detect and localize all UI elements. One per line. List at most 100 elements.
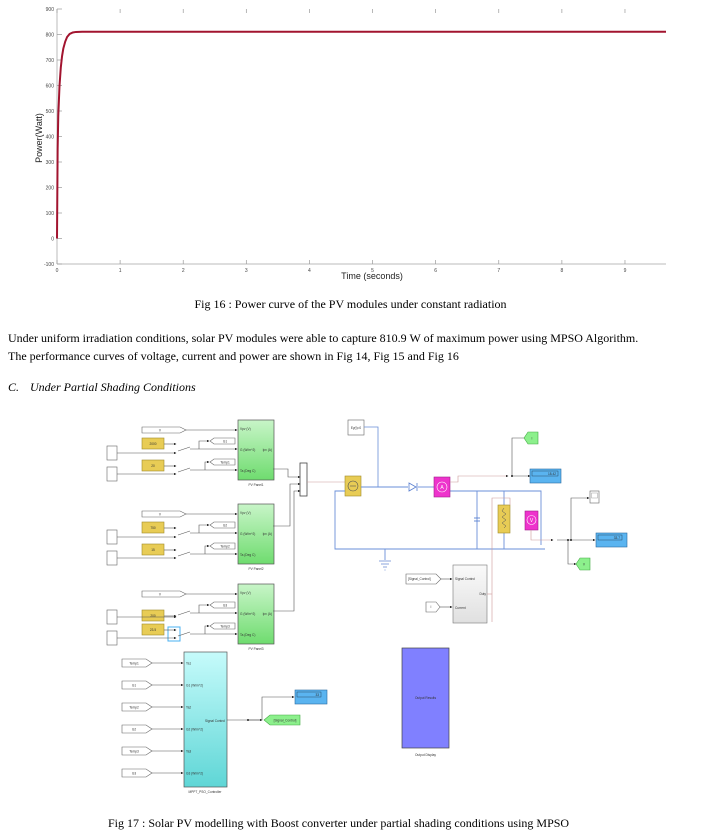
signal-builder-block[interactable]: [106, 550, 118, 566]
goto-temp-tag[interactable]: Temp2: [209, 542, 236, 550]
svg-text:I: I: [532, 437, 533, 441]
x-tick-label: 9: [624, 268, 627, 274]
goto-i-tag[interactable]: I: [523, 431, 539, 445]
x-tick-label: 8: [560, 268, 563, 274]
y-tick-label: 500: [46, 109, 55, 115]
manual-switch[interactable]: [177, 610, 191, 616]
block-label: G1: [132, 683, 136, 687]
from-tag-temp1[interactable]: Temp1: [121, 658, 153, 668]
pv-panel-block[interactable]: Vpv (V)G (W/m^2)Ta (Deg C)Ipv (A)PV Pane…: [237, 419, 275, 487]
goto-signal-control-tag[interactable]: [Signal_Control]: [263, 714, 301, 726]
from-signal-control-tag[interactable]: [Signal_Control]: [405, 573, 442, 585]
paragraph-line-1: Under uniform irradiation conditions, so…: [8, 331, 639, 345]
block-label: V: [159, 513, 162, 517]
y-tick-label: 600: [46, 83, 55, 89]
from-tag-temp3[interactable]: Temp3: [121, 746, 153, 756]
goto-temp-tag[interactable]: Temp1: [209, 458, 236, 466]
current-display[interactable]: 18.42: [529, 468, 562, 484]
block-label: V: [159, 593, 162, 597]
irradiance-constant[interactable]: 2000: [141, 437, 165, 450]
controlled-current-source[interactable]: [344, 475, 362, 497]
block-label: Temp1: [129, 661, 139, 665]
manual-switch[interactable]: [177, 446, 191, 452]
from-v-tag[interactable]: V: [141, 510, 187, 518]
block-label: Vpv (V): [240, 591, 251, 595]
mppt-pso-controller[interactable]: MPPT_PSO_Controller Signal Control: [183, 651, 228, 794]
from-i-tag[interactable]: I: [425, 601, 441, 613]
pv-panel-block[interactable]: Vpv (V)G (W/m^2)Ta (Deg C)Ipv (A)PV Pane…: [237, 503, 275, 571]
y-tick-label: -100: [44, 262, 54, 268]
pv-panel-block[interactable]: Vpv (V)G (W/m^2)Ta (Deg C)Ipv (A)PV Pane…: [237, 583, 275, 651]
block-label: Vpv (V): [240, 427, 251, 431]
function-block[interactable]: Ey(t)=0: [347, 419, 365, 436]
block-label: 2000: [149, 442, 156, 446]
pv-panel-name: PV Panel2: [248, 567, 263, 571]
irradiance-constant[interactable]: 750: [141, 521, 165, 534]
irradiance-constant[interactable]: 200: [141, 609, 165, 622]
block-label: G3: [132, 771, 136, 775]
temperature-constant[interactable]: 15: [141, 543, 165, 556]
svg-text:Duty: Duty: [479, 592, 486, 596]
manual-switch[interactable]: [167, 626, 191, 642]
signal-display[interactable]: 33: [294, 689, 328, 705]
output-display-block[interactable]: Output Results Output Display: [401, 647, 450, 757]
block-label: Ipv (A): [263, 448, 272, 452]
goto-temp-tag[interactable]: Temp3: [209, 622, 236, 630]
manual-switch[interactable]: [177, 530, 191, 536]
block-label: Temp1: [220, 461, 230, 465]
block-label: 200: [150, 614, 156, 618]
svg-text:V: V: [530, 518, 534, 524]
from-tag-g2[interactable]: G2: [121, 724, 153, 734]
mux-block[interactable]: [299, 462, 308, 497]
temperature-constant[interactable]: 20: [141, 459, 165, 472]
svg-text:Signal Control: Signal Control: [455, 577, 475, 581]
y-tick-label: 900: [46, 7, 55, 13]
pv-panel-name: PV Panel3: [248, 647, 263, 651]
block-label: Ta (Deg C): [240, 633, 255, 637]
diode[interactable]: [408, 482, 418, 492]
from-tag-g1[interactable]: G1: [121, 680, 153, 690]
from-tag-g3[interactable]: G3: [121, 768, 153, 778]
scope-block[interactable]: [589, 490, 600, 504]
goto-g-tag[interactable]: G1: [209, 437, 236, 445]
variable-resistor[interactable]: [497, 504, 511, 534]
block-label: 20: [151, 464, 155, 468]
block-label: G2: [132, 727, 136, 731]
signal-builder-block[interactable]: [106, 529, 118, 545]
fig17-caption: Fig 17 : Solar PV modelling with Boost c…: [108, 816, 570, 830]
block-label: Vpv (V): [240, 511, 251, 515]
block-label: G2: [223, 524, 227, 528]
signal-builder-block[interactable]: [106, 466, 118, 482]
section-heading: C.Under Partial Shading Conditions: [8, 380, 196, 395]
from-tag-temp2[interactable]: Temp2: [121, 702, 153, 712]
svg-text:Output Results: Output Results: [415, 696, 436, 700]
boost-controller-block[interactable]: Signal Control Current Duty: [452, 564, 488, 624]
manual-switch[interactable]: [177, 467, 191, 473]
voltage-display[interactable]: 33.7: [595, 532, 628, 548]
svg-text:33.7: 33.7: [614, 536, 620, 540]
from-v-tag[interactable]: V: [141, 426, 187, 434]
signal-builder-block[interactable]: [106, 445, 118, 461]
capacitor[interactable]: [474, 517, 480, 522]
current-measurement[interactable]: A: [433, 476, 451, 498]
voltage-measurement[interactable]: V: [524, 510, 539, 531]
svg-text:Signal Control: Signal Control: [205, 719, 225, 723]
svg-text:I: I: [431, 605, 432, 609]
from-v-tag[interactable]: V: [141, 590, 187, 598]
fig16-caption: Fig 16 : Power curve of the PV modules u…: [194, 297, 507, 311]
svg-text:V: V: [583, 563, 586, 567]
goto-g-tag[interactable]: G2: [209, 521, 236, 529]
block-label: G (W/m^2): [240, 532, 255, 536]
temperature-constant[interactable]: 23.5: [141, 623, 165, 636]
goto-v-tag[interactable]: V: [575, 557, 591, 571]
signal-builder-block[interactable]: [106, 630, 118, 646]
svg-text:Ey(t)=0: Ey(t)=0: [351, 426, 362, 430]
signal-builder-block[interactable]: [106, 609, 118, 625]
manual-switch[interactable]: [177, 551, 191, 557]
y-tick-label: 400: [46, 134, 55, 140]
goto-g-tag[interactable]: G3: [209, 601, 236, 609]
